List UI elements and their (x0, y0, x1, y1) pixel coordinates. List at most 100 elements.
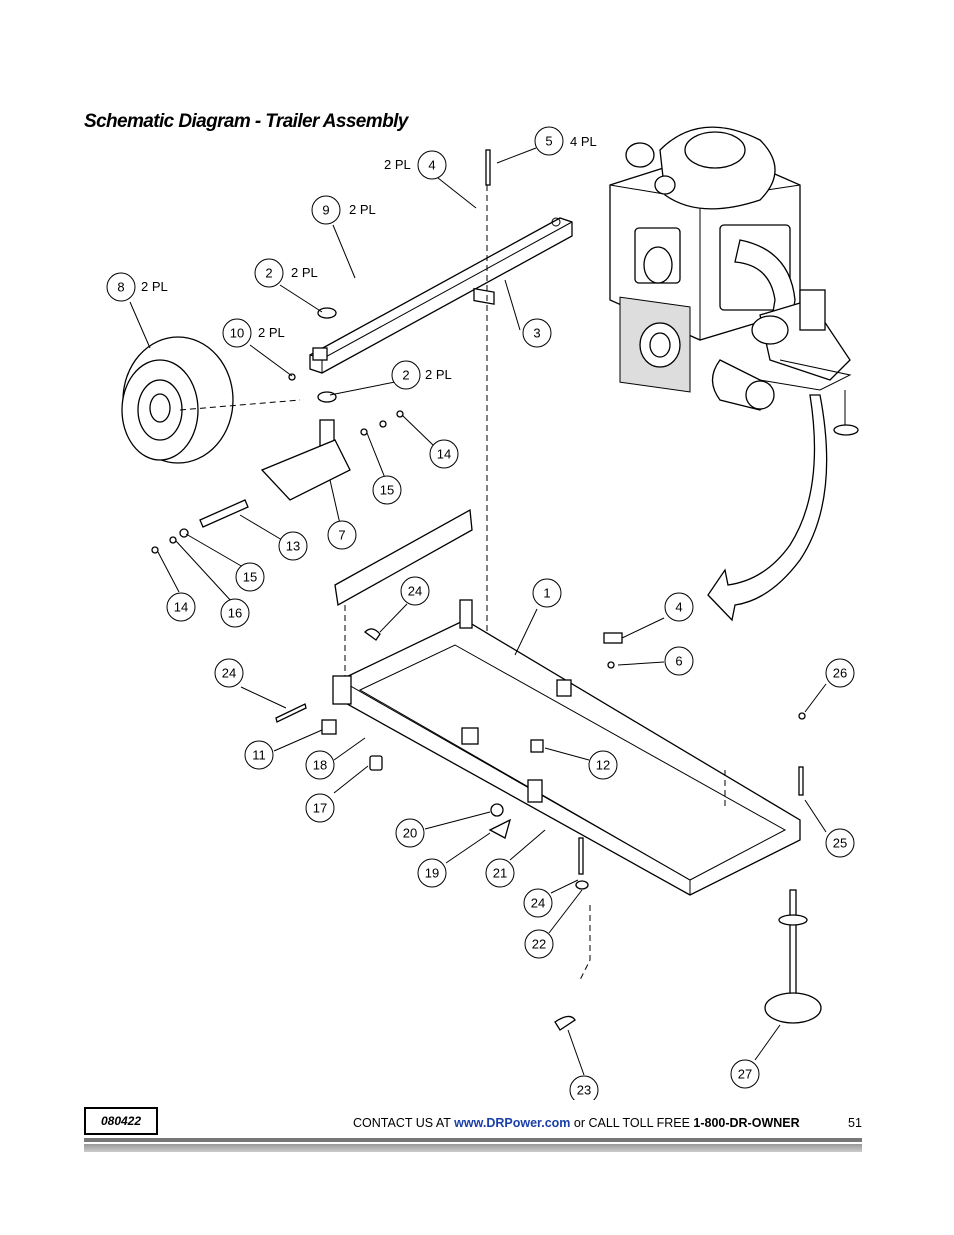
page-number: 51 (848, 1116, 862, 1130)
wheel (121, 336, 301, 464)
callout-number: 27 (738, 1067, 752, 1082)
callout-12: 12 (588, 750, 618, 780)
callout-22: 22 (524, 929, 554, 959)
callout-number: 25 (833, 836, 847, 851)
jack-stand-27 (764, 889, 822, 1024)
pin-24-lower (578, 837, 584, 875)
callout-number: 24 (531, 896, 545, 911)
callout-9: 9 (311, 195, 341, 225)
callout-25: 25 (825, 828, 855, 858)
callout-qty: 2 PL (384, 157, 411, 172)
document-code-box: 080422 (84, 1107, 158, 1135)
mounting-rail (334, 508, 473, 607)
callout-qty: 2 PL (141, 279, 168, 294)
callout-number: 11 (252, 748, 266, 763)
callout-5: 5 (534, 126, 564, 156)
nut-26 (798, 712, 806, 720)
callout-number: 6 (675, 654, 682, 669)
callout-number: 15 (380, 483, 394, 498)
callout-14b: 14 (166, 592, 196, 622)
contact-line: CONTACT US AT www.DRPower.com or CALL TO… (353, 1116, 800, 1130)
callout-qty: 4 PL (570, 134, 597, 149)
washer-16 (169, 536, 177, 544)
footer-rule (84, 1138, 862, 1142)
callout-number: 4 (428, 158, 435, 173)
pin-24-left (275, 703, 307, 723)
callout-19: 19 (417, 858, 447, 888)
callout-4b: 4 (664, 592, 694, 622)
callout-number: 20 (403, 826, 417, 841)
callout-1: 1 (532, 578, 562, 608)
nut-14 (151, 546, 159, 554)
trailer-assembly-diagram: 5 4 PL 4 2 PL 9 2 PL 2 2 PL 8 2 PL 10 2 … (106, 126, 859, 1100)
callout-qty: 2 PL (291, 265, 318, 280)
spacer-17 (369, 755, 383, 771)
callout-number: 13 (286, 539, 300, 554)
washer-22 (575, 880, 589, 890)
callout-18: 18 (305, 750, 335, 780)
callout-qty: 2 PL (425, 367, 452, 382)
callout-21: 21 (485, 858, 515, 888)
engine-unit (609, 126, 859, 436)
callout-number: 2 (265, 266, 272, 281)
callout-number: 18 (313, 758, 327, 773)
jack-handle-19 (488, 818, 512, 839)
callout-number: 24 (408, 584, 422, 599)
lock-20 (490, 803, 504, 817)
bolt-5 (485, 149, 491, 186)
callout-number: 22 (532, 937, 546, 952)
callout-7: 7 (327, 520, 357, 550)
callout-number: 21 (493, 866, 507, 881)
phone-number: 1-800-DR-OWNER (693, 1116, 800, 1130)
callout-4: 4 (417, 150, 447, 180)
callout-number: 8 (117, 280, 124, 295)
callout-3: 3 (522, 318, 552, 348)
contact-prefix: CONTACT US AT (353, 1116, 455, 1130)
tongue-bar (309, 217, 573, 374)
callout-2: 2 (254, 258, 284, 288)
callout-number: 3 (533, 326, 540, 341)
callout-number: 17 (313, 801, 327, 816)
callout-number: 10 (230, 326, 244, 341)
callout-24b: 24 (214, 658, 244, 688)
callout-number: 9 (322, 203, 329, 218)
bolt-25 (798, 766, 804, 796)
caster-bracket (260, 307, 351, 501)
callout-number: 26 (833, 666, 847, 681)
pin-24-top (364, 628, 381, 641)
bracket-4-side (603, 632, 623, 644)
cap-11 (321, 719, 337, 735)
callout-8: 8 (106, 272, 136, 302)
callout-26: 26 (825, 658, 855, 688)
footer-band (84, 1144, 862, 1152)
callout-qty: 2 PL (258, 325, 285, 340)
website-link[interactable]: www.DRPower.com (454, 1116, 571, 1130)
callout-number: 5 (545, 134, 552, 149)
main-frame (332, 599, 801, 896)
leader-lines (129, 147, 827, 1076)
callout-2b: 2 (391, 360, 421, 390)
callout-number: 15 (243, 570, 257, 585)
callout-number: 2 (402, 368, 409, 383)
page-title: Schematic Diagram - Trailer Assembly (84, 111, 408, 132)
callout-number: 1 (543, 586, 550, 601)
callout-24c: 24 (523, 888, 553, 918)
callout-20: 20 (395, 818, 425, 848)
callout-number: 14 (174, 600, 188, 615)
washer-15 (179, 528, 189, 538)
bracket-4-top (473, 287, 495, 305)
callout-number: 4 (675, 600, 682, 615)
callout-16: 16 (220, 598, 250, 628)
callout-number: 7 (338, 528, 345, 543)
callout-11: 11 (244, 740, 274, 770)
callout-14: 14 (429, 439, 459, 469)
callout-number: 23 (577, 1083, 591, 1098)
callout-15b: 15 (235, 562, 265, 592)
callout-number: 12 (596, 758, 610, 773)
clip-23 (554, 1015, 576, 1031)
cap-12 (530, 739, 544, 753)
callout-qty: 2 PL (349, 202, 376, 217)
callout-number: 19 (425, 866, 439, 881)
callout-10: 10 (222, 318, 252, 348)
callout-number: 24 (222, 666, 236, 681)
